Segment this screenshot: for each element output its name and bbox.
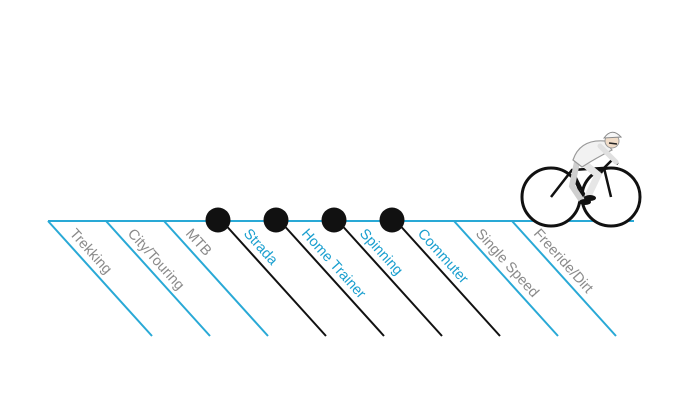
category-label: Commuter [414, 226, 471, 287]
category-line [337, 220, 443, 337]
category-line [221, 220, 327, 337]
category-line [163, 220, 269, 337]
category-marker [263, 207, 289, 233]
category-line [105, 220, 211, 337]
category-line [47, 220, 153, 337]
category-marker [321, 207, 347, 233]
category-label: Trekking [66, 226, 115, 278]
category-label: Freeride/Dirt [530, 226, 596, 297]
category-line [511, 220, 617, 337]
category-label: MTB [182, 226, 214, 259]
category-line [279, 220, 385, 337]
category-marker [205, 207, 231, 233]
category-line [395, 220, 501, 337]
category-line [453, 220, 559, 337]
category-marker [379, 207, 405, 233]
category-label: Spinning [356, 226, 406, 279]
cyclist-icon [520, 131, 642, 228]
